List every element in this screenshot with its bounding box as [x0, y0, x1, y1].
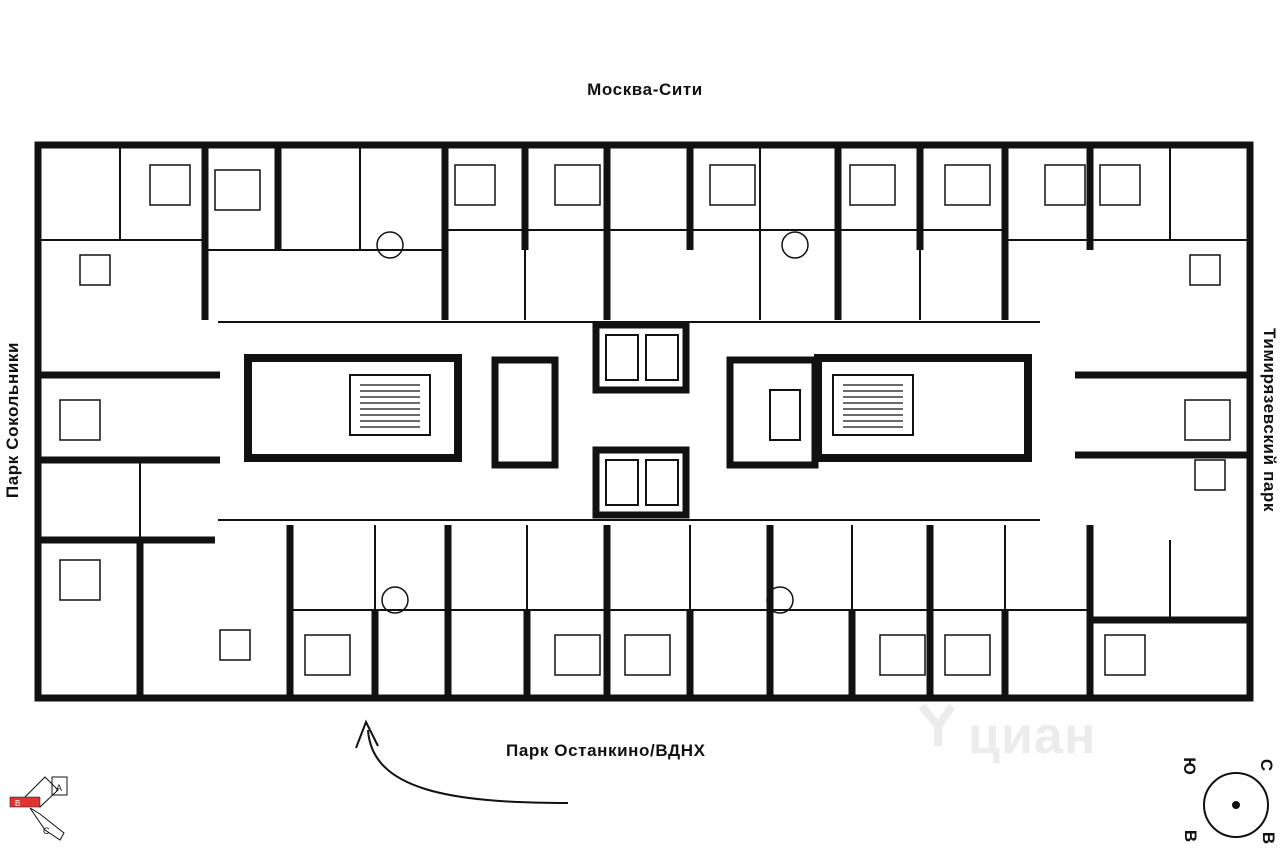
dining-tables	[79, 231, 1226, 661]
compass-west: В	[1181, 829, 1201, 843]
beds	[59, 164, 1231, 676]
outer-wall	[34, 141, 1254, 702]
watermark-logo-icon	[918, 703, 956, 746]
compass-north: С	[1257, 758, 1277, 772]
compass-south: Ю	[1179, 757, 1199, 775]
elevator-shafts	[491, 321, 819, 519]
interior-partitions	[40, 145, 1250, 620]
compass-east: В	[1259, 831, 1279, 845]
direction-label-bottom: Парк Останкино/ВДНХ	[506, 741, 706, 760]
watermark-text: циан	[968, 707, 1097, 765]
entrance-arrow	[355, 719, 569, 804]
stair-core-left	[244, 354, 462, 462]
key-plan: A B C	[9, 776, 68, 841]
top-apartment-walls	[38, 145, 1250, 464]
key-plan-label-c: C	[43, 826, 50, 836]
stair-core-right	[814, 354, 1032, 462]
direction-label-top: Москва-Сити	[587, 80, 703, 99]
bottom-apartment-walls	[38, 525, 1250, 698]
direction-label-left: Парк Сокольники	[3, 341, 22, 499]
compass	[1203, 772, 1269, 838]
key-plan-label-b: B	[15, 799, 20, 808]
corridor	[218, 321, 1040, 521]
key-plan-label-a: A	[56, 783, 62, 793]
direction-label-right: Тимирязевский парк	[1260, 327, 1279, 513]
